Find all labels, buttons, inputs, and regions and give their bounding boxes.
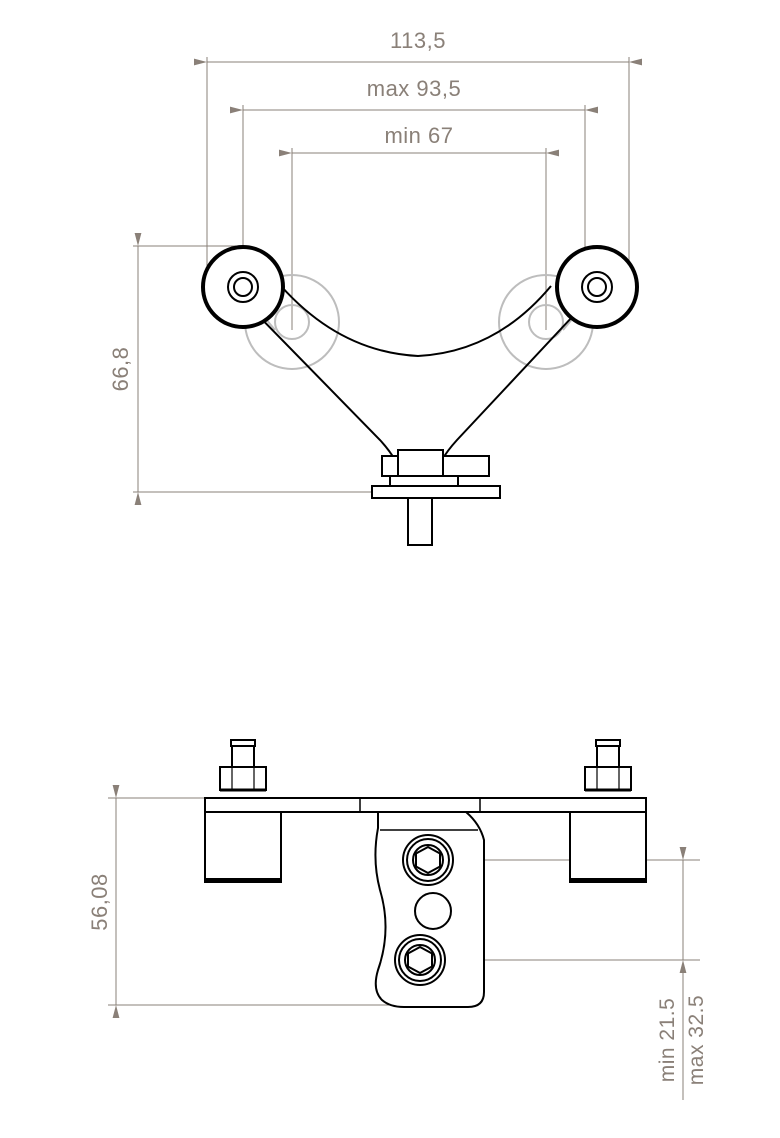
cross-bar	[204, 797, 647, 813]
top-view-extension-lines	[133, 57, 630, 493]
dimension-label-overall-width: 113,5	[390, 28, 446, 53]
front-view: 56,08 min 21.5 max 32.5	[87, 739, 708, 1100]
dimension-label-max-span: max 93,5	[367, 76, 462, 101]
body-inner-curve	[280, 285, 552, 358]
hex-nut-left	[219, 739, 267, 792]
roller-left	[201, 245, 285, 329]
dimension-label-overall-height: 56,08	[87, 873, 112, 931]
hex-nut-right	[584, 739, 632, 792]
dimension-label-min-hole-pitch: min 21.5	[656, 998, 679, 1083]
center-stud	[407, 497, 433, 546]
pilot-hole	[414, 892, 452, 930]
top-view-dimension-lines	[134, 58, 642, 505]
hex-socket-screw-upper	[402, 834, 454, 886]
dimension-label-overall-depth: 66,8	[108, 347, 133, 392]
hex-socket-screw-lower	[394, 934, 446, 986]
dimension-label-max-hole-pitch: max 32.5	[685, 995, 708, 1085]
center-boss	[371, 449, 501, 499]
dimension-label-min-span: min 67	[384, 123, 453, 148]
front-view-dimension-lines	[112, 785, 687, 1018]
top-view: 113,5 max 93,5 min 67 66,8	[108, 28, 642, 546]
roller-right	[555, 245, 639, 329]
